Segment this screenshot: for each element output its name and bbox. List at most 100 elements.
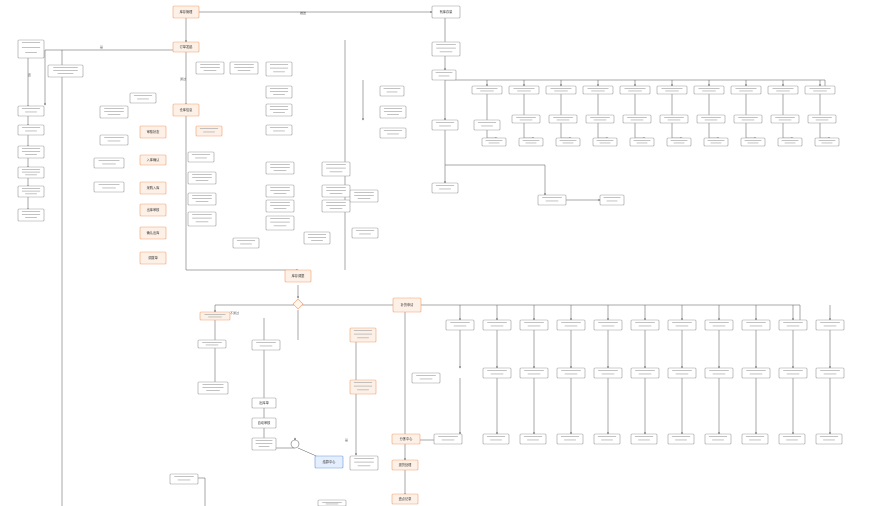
top-row-c-9[interactable] xyxy=(777,137,803,147)
mid-col-1[interactable] xyxy=(187,151,215,163)
mid-col-15[interactable] xyxy=(351,227,379,239)
low-proc-3[interactable] xyxy=(197,381,229,395)
low-orange-2[interactable] xyxy=(349,327,377,343)
left-proc-4[interactable] xyxy=(17,166,45,179)
low-row-b-8[interactable] xyxy=(704,367,734,379)
mid-col-12[interactable] xyxy=(321,184,351,198)
right-doc-1[interactable] xyxy=(431,41,461,57)
low-row-c-10[interactable] xyxy=(778,433,806,445)
top-row-a-9[interactable] xyxy=(767,85,799,95)
left-doc-2[interactable] xyxy=(47,64,84,78)
top-row-a-6[interactable] xyxy=(656,85,688,95)
outbound-node[interactable]: 出库审核 xyxy=(139,203,167,217)
start-node[interactable]: 库存管理 xyxy=(172,5,200,19)
low-right-1[interactable] xyxy=(411,372,441,384)
transfer-node[interactable]: 调拨单 xyxy=(139,251,167,265)
low-row-c-5[interactable] xyxy=(593,433,621,445)
mid-col-9[interactable] xyxy=(265,215,295,231)
left-proc-6[interactable] xyxy=(17,208,45,222)
right-proc-2[interactable] xyxy=(431,119,459,131)
low-row-a-9[interactable] xyxy=(741,319,771,331)
left-proc-1[interactable] xyxy=(17,105,45,117)
mid-col-16[interactable] xyxy=(379,85,405,97)
auto-audit-node[interactable]: 自动审核 xyxy=(251,417,277,429)
low-row-b-7[interactable] xyxy=(667,367,697,379)
low-row-a-1[interactable] xyxy=(445,319,475,331)
decision-diamond-1[interactable] xyxy=(292,298,304,310)
mid-doc-2[interactable] xyxy=(229,61,259,75)
sorting-node[interactable]: 分拣中心 xyxy=(391,433,421,445)
mid-col-4[interactable] xyxy=(187,211,217,227)
mid-col-8[interactable] xyxy=(265,199,295,213)
mid-col-3[interactable] xyxy=(187,192,217,206)
right-proc-1[interactable] xyxy=(431,69,457,81)
low-orange-1[interactable] xyxy=(199,311,231,321)
top-row-b-9[interactable] xyxy=(770,114,800,124)
low-row-c-7[interactable] xyxy=(667,433,695,445)
low-row-c-6[interactable] xyxy=(630,433,658,445)
count-node[interactable]: 盘点记录 xyxy=(391,493,419,505)
top-row-a-2[interactable] xyxy=(508,85,540,95)
left-doc-1[interactable] xyxy=(17,39,45,59)
low-row-b-3[interactable] xyxy=(519,367,549,379)
low-row-c-8[interactable] xyxy=(704,433,732,445)
right-proc-4[interactable] xyxy=(473,119,501,131)
top-row-c-8[interactable] xyxy=(740,137,766,147)
low-row-b-11[interactable] xyxy=(815,367,845,379)
mid-left-1[interactable] xyxy=(99,105,129,119)
right-top-node[interactable]: 有库存量 xyxy=(431,5,461,19)
right-proc-3[interactable] xyxy=(431,182,459,194)
low-proc-1[interactable] xyxy=(197,339,227,349)
mid-doc-5[interactable] xyxy=(265,124,293,136)
mid-left-5[interactable] xyxy=(93,181,125,193)
warehouse-node[interactable]: 仓库信息 xyxy=(172,103,200,117)
low-proc-4[interactable] xyxy=(251,437,277,451)
mid-col-14[interactable] xyxy=(349,189,379,203)
top-row-a-1[interactable] xyxy=(471,85,503,95)
top-row-b-8[interactable] xyxy=(733,114,763,124)
adjust-hub[interactable]: 库存调整 xyxy=(284,269,312,283)
low-proc-5[interactable] xyxy=(349,455,379,471)
mid-col-5[interactable] xyxy=(232,237,260,249)
merge-circle[interactable] xyxy=(290,439,300,449)
low-row-c-9[interactable] xyxy=(741,433,769,445)
top-row-a-7[interactable] xyxy=(693,85,725,95)
left-proc-3[interactable] xyxy=(17,145,45,159)
top-row-a-5[interactable] xyxy=(619,85,651,95)
top-row-b-2[interactable] xyxy=(511,114,541,124)
low-orange-3[interactable] xyxy=(349,379,377,395)
low-row-c-3[interactable] xyxy=(519,433,547,445)
top-row-c-2[interactable] xyxy=(518,137,544,147)
mid-col-2[interactable] xyxy=(187,171,217,185)
top-row-a-3[interactable] xyxy=(545,85,577,95)
top-row-c-1[interactable] xyxy=(481,137,507,147)
mid-col-10[interactable] xyxy=(303,231,331,245)
low-row-b-5[interactable] xyxy=(593,367,623,379)
low-row-b-10[interactable] xyxy=(778,367,808,379)
low-row-c-2[interactable] xyxy=(482,433,510,445)
restock-node[interactable]: 补货申请 xyxy=(392,297,422,313)
audit-node[interactable]: 审核状态 xyxy=(139,125,167,139)
mid-col-13[interactable] xyxy=(321,199,351,213)
mid-col-11[interactable] xyxy=(321,161,351,177)
low-row-b-9[interactable] xyxy=(741,367,771,379)
top-row-a-4[interactable] xyxy=(582,85,614,95)
right-proc-5[interactable] xyxy=(537,194,567,206)
mid-doc-1[interactable] xyxy=(195,61,225,75)
top-row-c-5[interactable] xyxy=(629,137,655,147)
top-row-c-10[interactable] xyxy=(814,137,840,147)
top-row-c-4[interactable] xyxy=(592,137,618,147)
top-row-c-7[interactable] xyxy=(703,137,729,147)
low-right-2[interactable] xyxy=(433,433,463,445)
top-row-b-10[interactable] xyxy=(807,114,837,124)
left-proc-2[interactable] xyxy=(17,124,45,136)
low-row-b-4[interactable] xyxy=(556,367,586,379)
low-row-a-10[interactable] xyxy=(778,319,808,331)
out-doc-node[interactable]: 出库单 xyxy=(251,397,277,409)
low-row-c-4[interactable] xyxy=(556,433,584,445)
top-row-b-3[interactable] xyxy=(548,114,578,124)
mid-doc-3[interactable] xyxy=(265,85,293,99)
mid-left-2[interactable] xyxy=(99,134,129,146)
confirm-node[interactable]: 入库确认 xyxy=(139,154,167,166)
right-proc-6[interactable] xyxy=(599,194,625,206)
